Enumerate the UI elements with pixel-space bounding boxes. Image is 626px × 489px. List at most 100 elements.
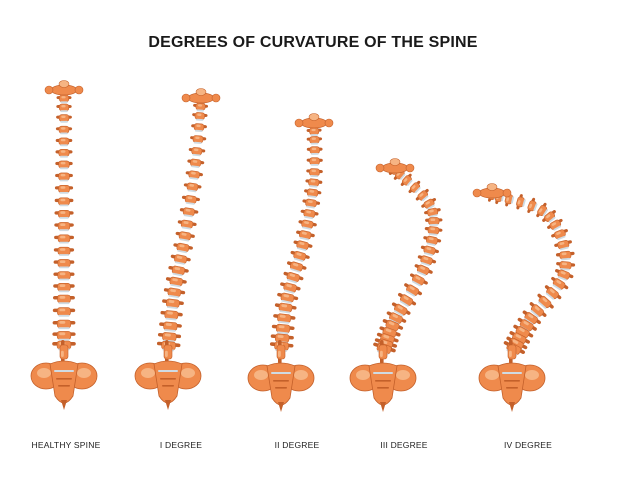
vertebra: [56, 94, 72, 104]
vertebra: [55, 172, 73, 182]
vertebra: [56, 114, 72, 123]
vertebra: [187, 158, 205, 168]
vertebra: [544, 285, 562, 300]
vertebra: [183, 182, 202, 193]
vertebra: [404, 283, 422, 297]
vertebra: [185, 170, 203, 180]
atlas-vertebra: [181, 88, 221, 104]
vertebra: [556, 261, 576, 271]
sacrum-pelvis: [134, 360, 202, 410]
vertebra: [306, 136, 323, 145]
vertebra: [181, 195, 200, 205]
spine-healthy: [30, 80, 98, 410]
vertebra: [300, 209, 319, 220]
vertebra: [52, 331, 76, 341]
vertebra: [175, 231, 195, 242]
vertebra: [298, 219, 317, 230]
atlas-vertebra: [375, 158, 415, 174]
spine-degree-1: [134, 88, 221, 410]
vertebra: [306, 127, 322, 136]
vertebra: [157, 332, 182, 343]
vertebra: [529, 302, 547, 318]
vertebra: [170, 254, 191, 265]
vertebra: [274, 302, 297, 314]
vertebra: [188, 147, 206, 157]
vertebra: [391, 302, 411, 317]
vertebra: [163, 340, 173, 364]
vertebra: [54, 209, 74, 219]
vertebra: [420, 245, 439, 257]
vertebra: [516, 194, 526, 210]
vertebra: [398, 292, 417, 307]
vertebra: [160, 310, 183, 321]
vertebra: [190, 135, 207, 145]
diagram-title: DEGREES OF CURVATURE OF THE SPINE: [148, 34, 478, 51]
vertebra: [302, 198, 321, 209]
vertebra: [283, 271, 304, 284]
vertebra: [306, 157, 323, 166]
vertebra: [177, 219, 197, 230]
vertebra: [55, 160, 73, 170]
vertebra: [273, 313, 296, 324]
sacrum-pelvis: [349, 362, 417, 412]
vertebra: [542, 210, 556, 223]
vertebra: [306, 146, 323, 155]
vertebra: [53, 271, 75, 281]
vertebra: [306, 168, 323, 178]
vertebra: [400, 173, 413, 186]
vertebra: [296, 230, 315, 241]
vertebra: [193, 102, 209, 112]
vertebra: [271, 323, 295, 335]
caption-degree-4: IV DEGREE: [503, 440, 553, 450]
vertebra: [165, 276, 187, 288]
vertebra: [55, 149, 73, 158]
spine-degree-3: [349, 158, 443, 412]
vertebra: [191, 123, 207, 133]
vertebra: [415, 189, 429, 202]
sacrum-pelvis: [30, 360, 98, 410]
spine-degree-4: [472, 183, 576, 412]
vertebra: [276, 340, 286, 364]
vertebra: [547, 218, 563, 231]
sacrum-pelvis: [247, 362, 315, 412]
vertebra: [53, 259, 75, 269]
vertebra: [507, 340, 517, 364]
vertebra: [555, 269, 574, 281]
spine-degree-2: [247, 113, 334, 412]
vertebra: [54, 222, 74, 232]
vertebra: [53, 283, 75, 293]
vertebra: [54, 184, 74, 194]
vertebra: [408, 180, 421, 194]
vertebra: [56, 103, 72, 113]
vertebra: [54, 197, 74, 207]
vertebra: [527, 197, 538, 213]
vertebra: [192, 112, 208, 121]
vertebra: [414, 264, 433, 277]
vertebra: [424, 226, 443, 236]
vertebra: [537, 293, 554, 309]
vertebra: [293, 240, 313, 252]
vertebra: [555, 250, 575, 261]
atlas-vertebra: [44, 80, 84, 96]
vertebra: [424, 207, 441, 218]
vertebra: [277, 292, 299, 304]
vertebra: [410, 273, 428, 287]
vertebra: [55, 125, 73, 135]
vertebra: [551, 229, 568, 241]
vertebra: [59, 340, 69, 364]
atlas-vertebra: [472, 183, 512, 199]
vertebra: [378, 340, 388, 364]
vertebra: [55, 137, 73, 147]
vertebra: [54, 234, 74, 244]
caption-degree-2: II DEGREE: [274, 440, 320, 450]
atlas-vertebra: [294, 113, 334, 129]
vertebra: [290, 250, 310, 262]
vertebra: [173, 242, 193, 254]
vertebra: [287, 261, 307, 273]
vertebra: [280, 282, 301, 294]
vertebra: [168, 265, 189, 277]
caption-healthy-spine: HEALTHY SPINE: [31, 440, 101, 450]
vertebra: [163, 287, 186, 299]
vertebra: [53, 246, 75, 256]
